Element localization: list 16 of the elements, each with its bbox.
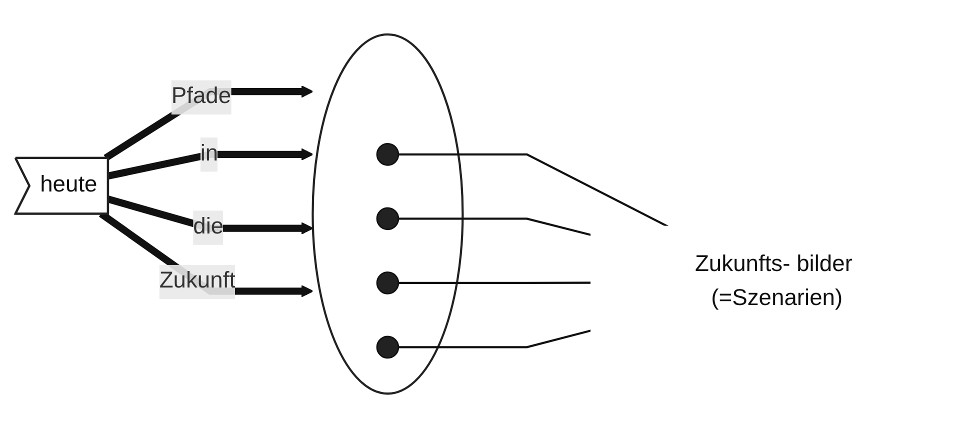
node-circle xyxy=(376,142,400,166)
arrow xyxy=(107,148,314,180)
edge-label: in xyxy=(200,142,218,166)
edge-label: die xyxy=(193,214,224,240)
arrow xyxy=(107,196,314,235)
connector xyxy=(398,218,592,236)
edge-label: Pfade xyxy=(171,84,232,109)
node-circle xyxy=(376,271,400,294)
node-circle xyxy=(376,207,400,230)
connector xyxy=(398,329,592,348)
connector xyxy=(398,153,668,228)
edge-label: Zukunft xyxy=(159,269,236,294)
arrow xyxy=(98,210,314,298)
node-text: Zukunfts- bilder (=Szenarien) xyxy=(694,252,852,311)
node-circle xyxy=(376,336,400,359)
connector xyxy=(398,282,592,284)
